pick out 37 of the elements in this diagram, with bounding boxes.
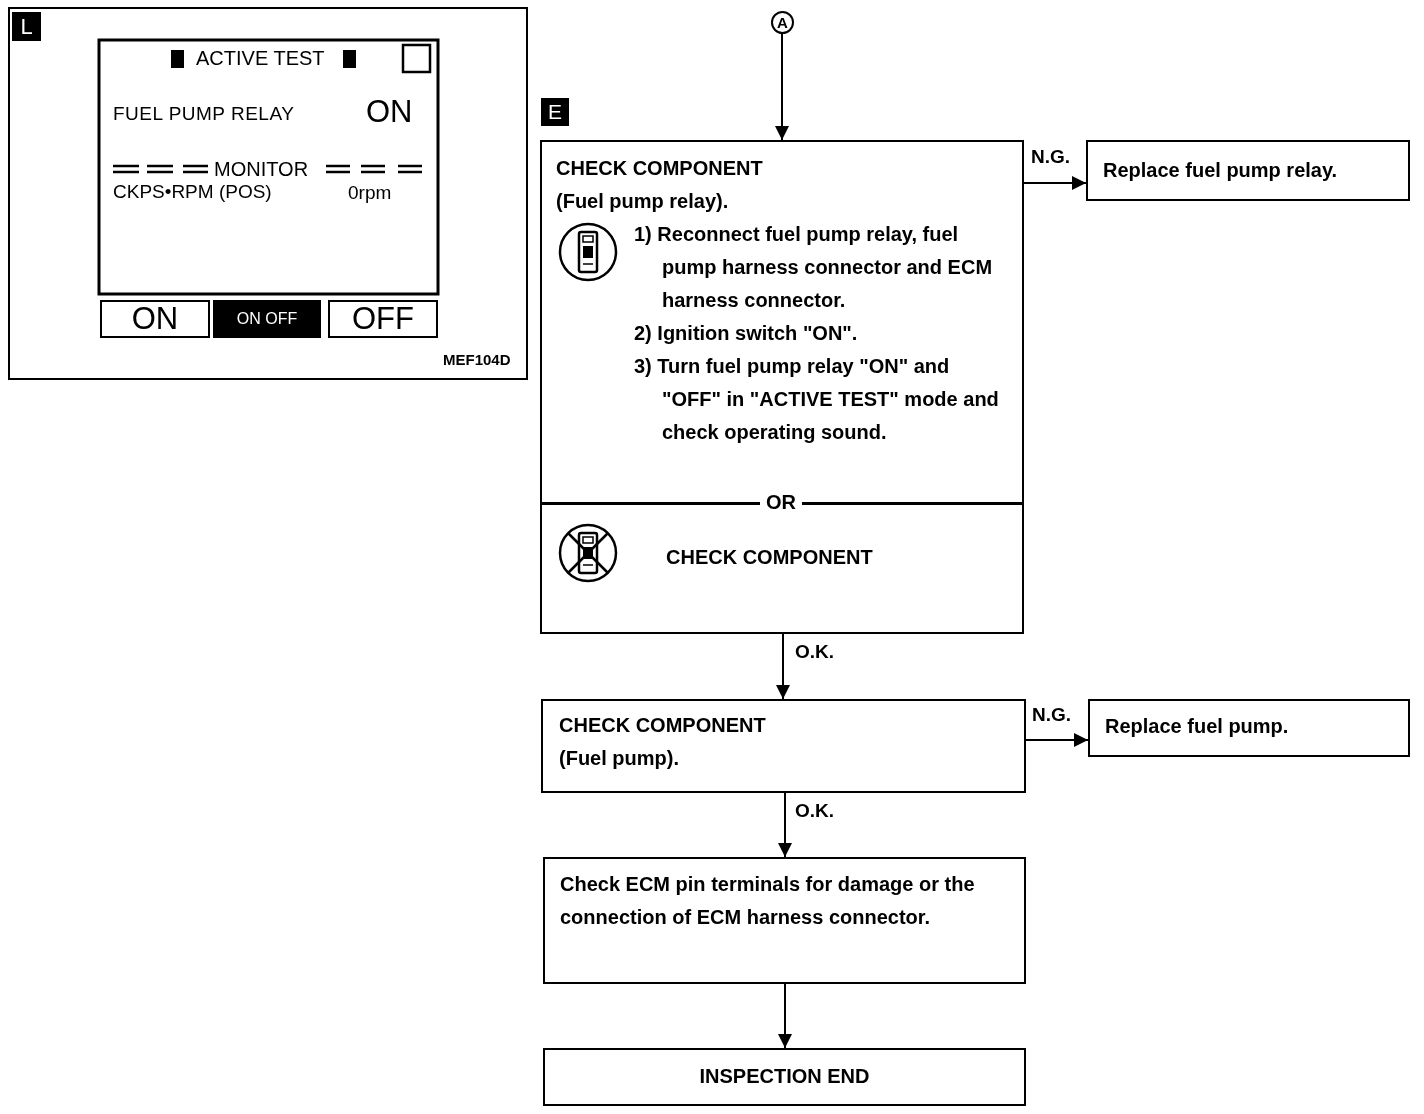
monitor-value: 0rpm <box>348 181 392 205</box>
figure-code: MEF104D <box>443 351 511 369</box>
box-text: (Fuel pump). <box>559 746 679 771</box>
box-text: A <box>776 13 789 32</box>
process-box <box>541 699 1026 793</box>
step-marker: L <box>12 12 41 41</box>
screen-title: ACTIVE TEST <box>196 46 325 70</box>
box-text: Check ECM pin terminals for damage or the connection of ECM harness connector. <box>560 872 976 930</box>
process-box <box>1088 699 1410 757</box>
box-heading: CHECK COMPONENT <box>556 156 763 181</box>
box-text: 3) Turn fuel pump relay "ON" and "OFF" in "ACTIVE TEST" mode and check operating sound. <box>634 354 1000 445</box>
box-text: INSPECTION END <box>698 1064 871 1089</box>
box-text: CHECK COMPONENT <box>666 545 873 570</box>
box-heading: CHECK COMPONENT <box>559 713 766 738</box>
process-box <box>1086 140 1410 201</box>
on-button: ON <box>100 300 210 338</box>
section-heading: MONITOR <box>214 157 309 181</box>
process-box <box>543 857 1026 984</box>
arrow <box>778 792 792 858</box>
box-text: Replace fuel pump. <box>1105 714 1289 739</box>
arrow <box>778 983 792 1049</box>
box-text: Replace fuel pump relay. <box>1103 158 1338 183</box>
arrow <box>1023 176 1087 190</box>
box-text: (Fuel pump relay). <box>556 189 729 214</box>
arrow <box>776 633 790 700</box>
process-box <box>543 1048 1026 1106</box>
monitor-item: CKPS•RPM (POS) <box>113 180 272 204</box>
box-text: 2) Ignition switch "ON". <box>634 321 859 346</box>
off-button: OFF <box>328 300 438 338</box>
item-status: ON <box>366 94 413 130</box>
on-off-button: ON OFF <box>213 300 321 338</box>
item-name: FUEL PUMP RELAY <box>113 102 295 126</box>
arrow <box>775 33 789 141</box>
step-marker: E <box>541 98 569 126</box>
connector-circle <box>771 11 794 34</box>
box-text: 1) Reconnect fuel pump relay, fuel pump harness connector and ECM harness connector. <box>634 222 994 313</box>
arrow <box>1025 733 1089 747</box>
